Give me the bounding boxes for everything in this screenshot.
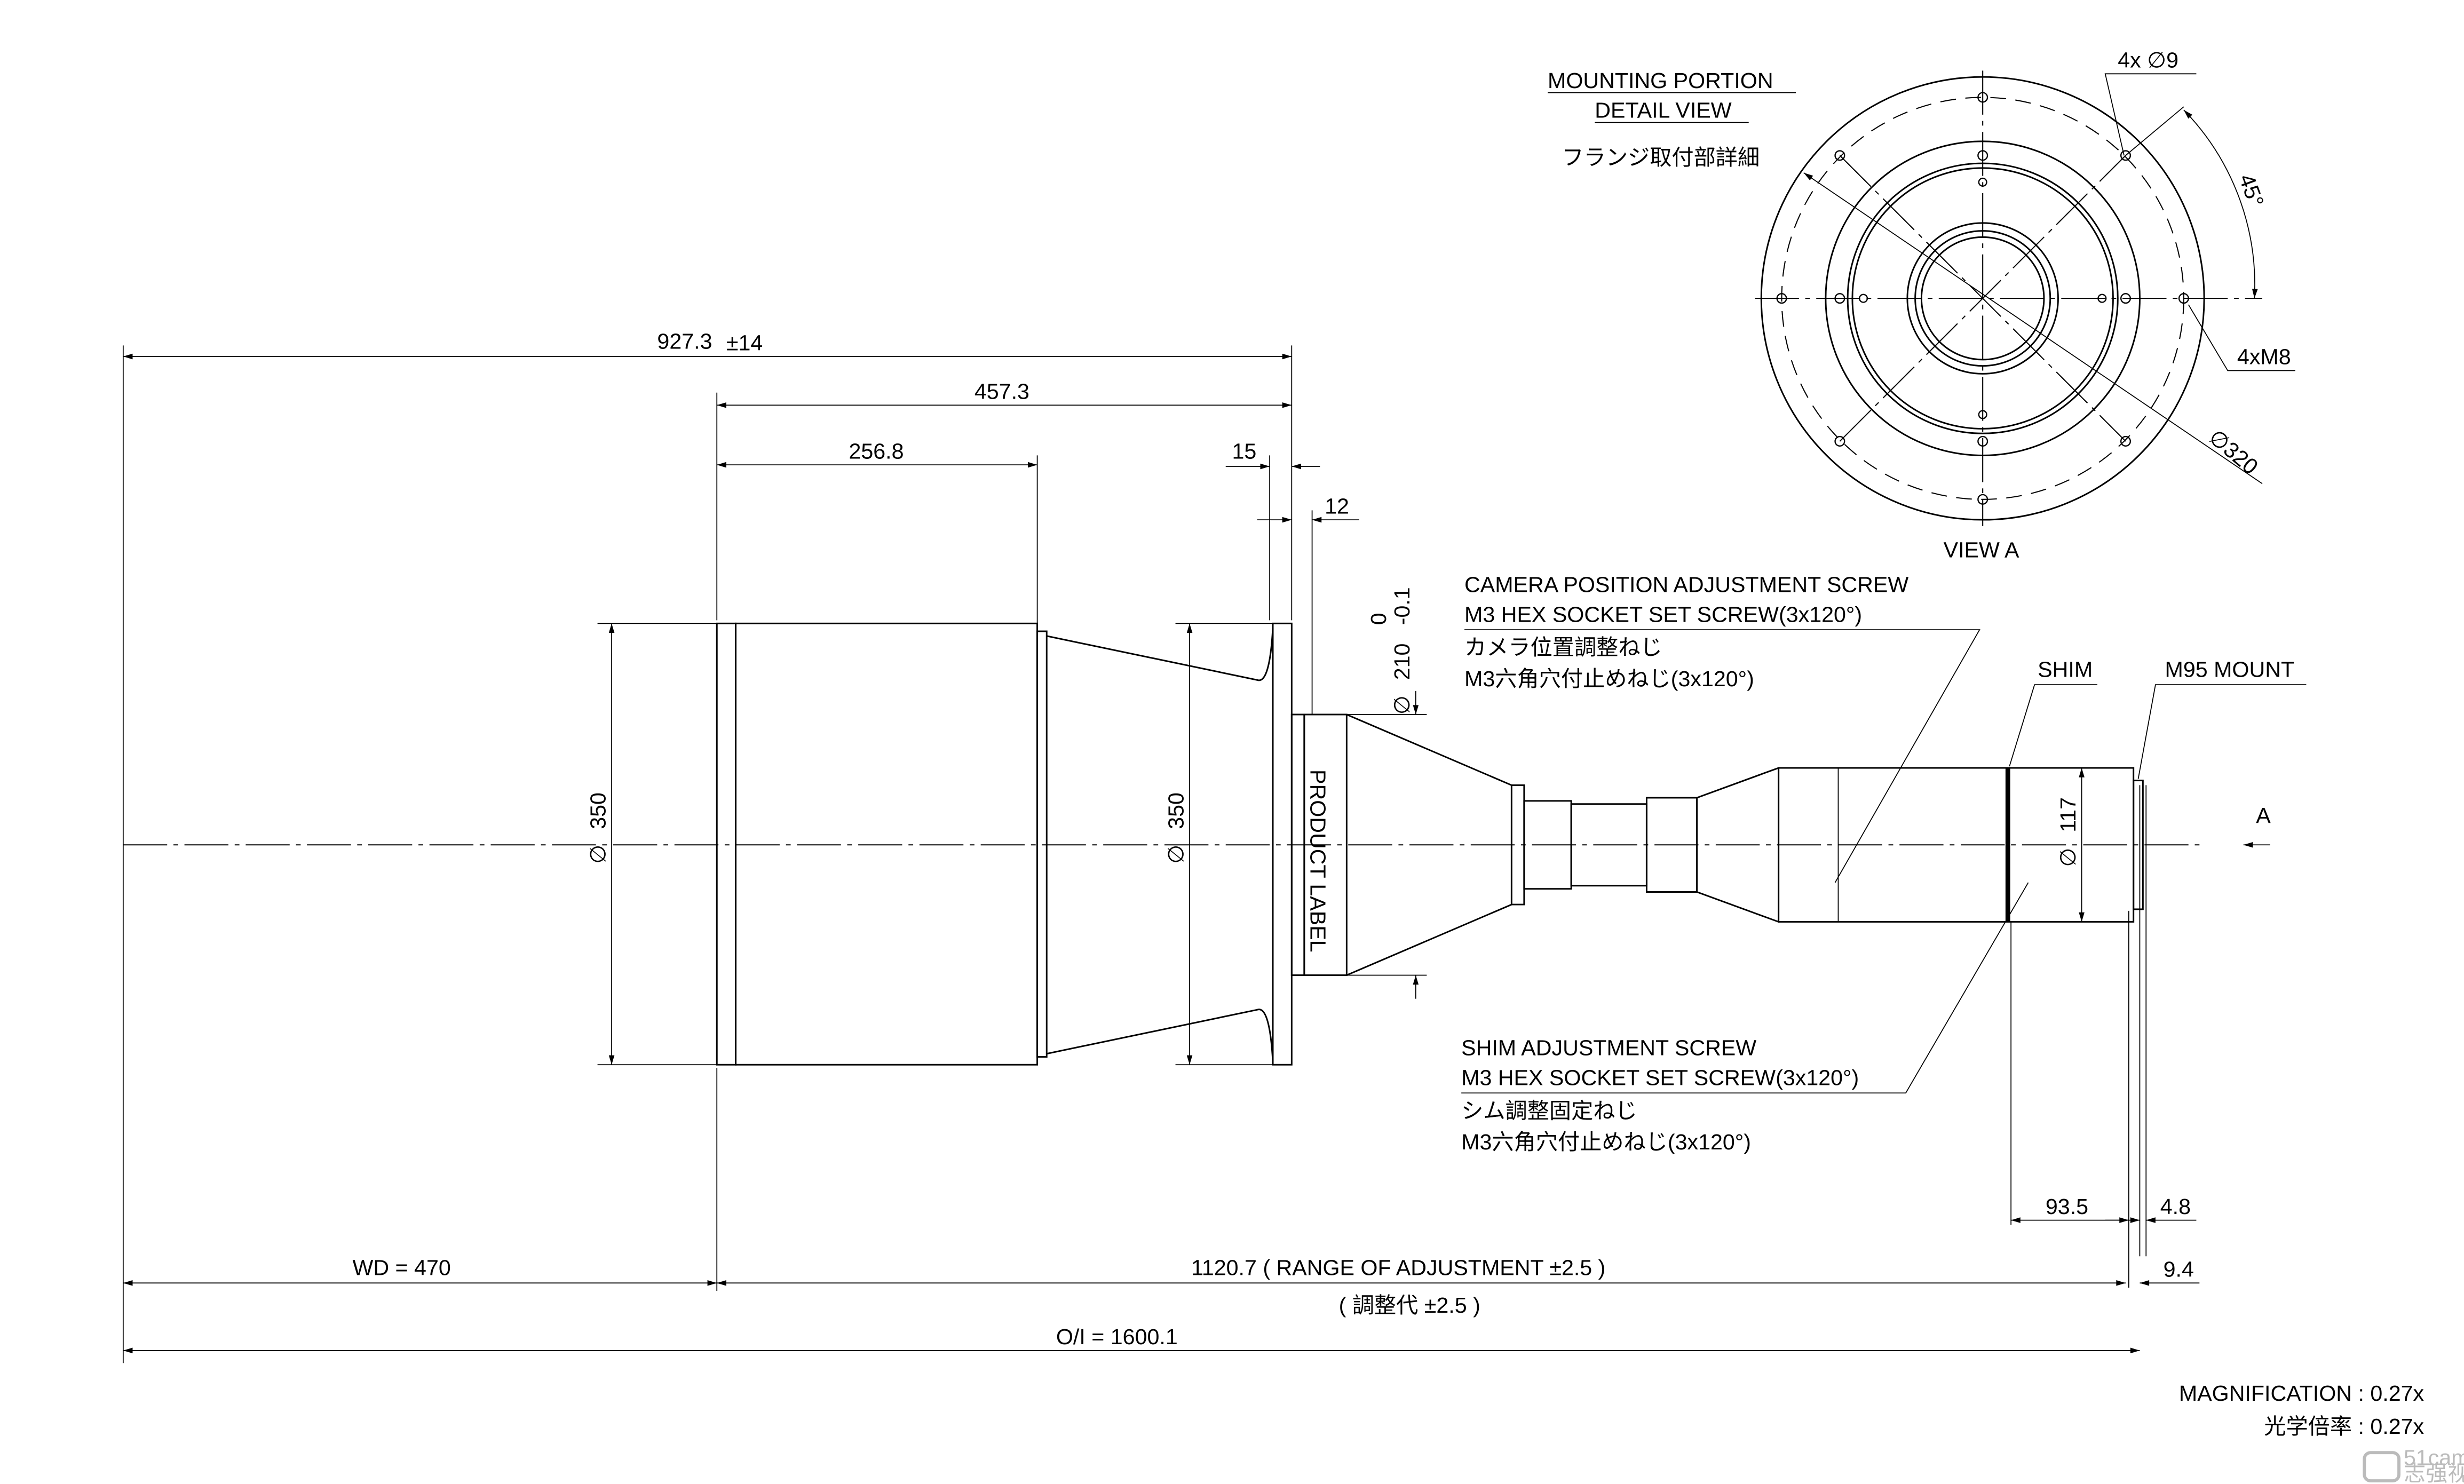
dim-dia350-a: 350	[585, 792, 610, 829]
detail-subtitle: DETAIL VIEW	[1595, 98, 1731, 123]
dim-overall: 927.3	[657, 329, 712, 353]
magnification-jp: 光学倍率 : 0.27x	[2264, 1414, 2424, 1439]
detail-view: MOUNTING PORTION DETAIL VIEW フランジ取付部詳細 4…	[1548, 48, 2295, 562]
dimensions: 927.3 ±14 457.3 256.8 15 12 350 ∅ 350 ∅ …	[123, 329, 2200, 1354]
dim-tol-upper: 0	[1366, 613, 1391, 625]
dim-9-4: 9.4	[2164, 1257, 2194, 1282]
mount-label: M95 MOUNT	[2165, 657, 2295, 681]
bolt-circle-label: ∅320	[2204, 425, 2263, 479]
dim-adjust: 1120.7 ( RANGE OF ADJUSTMENT ±2.5 )	[1191, 1256, 1605, 1280]
dim-dia350-b: 350	[1163, 792, 1188, 829]
shim-screw-spec-jp: M3六角穴付止めねじ(3x120°)	[1461, 1130, 1751, 1154]
dim-4-8: 4.8	[2160, 1194, 2191, 1219]
dim-front: 457.3	[974, 379, 1029, 403]
dim-15: 15	[1232, 439, 1257, 463]
dim-adjust-jp: ( 調整代 ±2.5 )	[1339, 1293, 1480, 1318]
watermark-logo: 51camera 志强视觉科技	[2363, 1446, 2464, 1484]
dia-symbol: ∅	[1163, 845, 1188, 864]
detail-title-jp: フランジ取付部詳細	[1562, 145, 1760, 170]
dim-tol-lower: -0.1	[1390, 587, 1414, 625]
detail-title: MOUNTING PORTION	[1548, 68, 1773, 93]
threads-label: 4xM8	[2237, 345, 2291, 369]
shim-screw-label: SHIM ADJUSTMENT SCREW	[1461, 1036, 1756, 1060]
dim-wd: WD = 470	[353, 1256, 451, 1280]
dim-overall-tol: ±14	[726, 330, 763, 355]
camera-screw-spec-jp: M3六角穴付止めねじ(3x120°)	[1464, 666, 1754, 691]
dim-dia117: 117	[2056, 797, 2080, 832]
dia-symbol: ∅	[2056, 848, 2080, 867]
watermark-brand: 51camera	[2404, 1446, 2464, 1470]
shim-screw-jp: シム調整固定ねじ	[1461, 1098, 1637, 1123]
shim-label: SHIM	[2038, 657, 2093, 681]
camera-screw-jp: カメラ位置調整ねじ	[1464, 635, 1662, 660]
dim-oi: O/I = 1600.1	[1056, 1324, 1178, 1349]
magnification: MAGNIFICATION : 0.27x	[2179, 1381, 2425, 1406]
product-label: PRODUCT LABEL	[1306, 769, 1330, 953]
watermark-sub: 志强视觉科技	[2404, 1461, 2464, 1484]
camera-screw-spec: M3 HEX SOCKET SET SCREW(3x120°)	[1464, 602, 1862, 626]
view-a-caption: VIEW A	[1944, 538, 2019, 562]
dim-barrel: 256.8	[849, 439, 904, 463]
dia-symbol: ∅	[1390, 695, 1414, 715]
holes-label: 4x ∅9	[2118, 48, 2178, 73]
dim-93-5: 93.5	[2046, 1194, 2088, 1219]
lens-body	[122, 345, 2147, 1363]
camera-screw-label: CAMERA POSITION ADJUSTMENT SCREW	[1464, 572, 1908, 597]
angle-label: 45°	[2234, 171, 2269, 210]
view-a-arrow-label: A	[2256, 803, 2271, 828]
callouts: CAMERA POSITION ADJUSTMENT SCREW M3 HEX …	[1461, 572, 2307, 1154]
dim-dia210: 210	[1390, 644, 1414, 680]
dia-symbol: ∅	[585, 845, 610, 864]
shim-screw-spec: M3 HEX SOCKET SET SCREW(3x120°)	[1461, 1066, 1859, 1090]
dim-12: 12	[1325, 494, 1349, 518]
